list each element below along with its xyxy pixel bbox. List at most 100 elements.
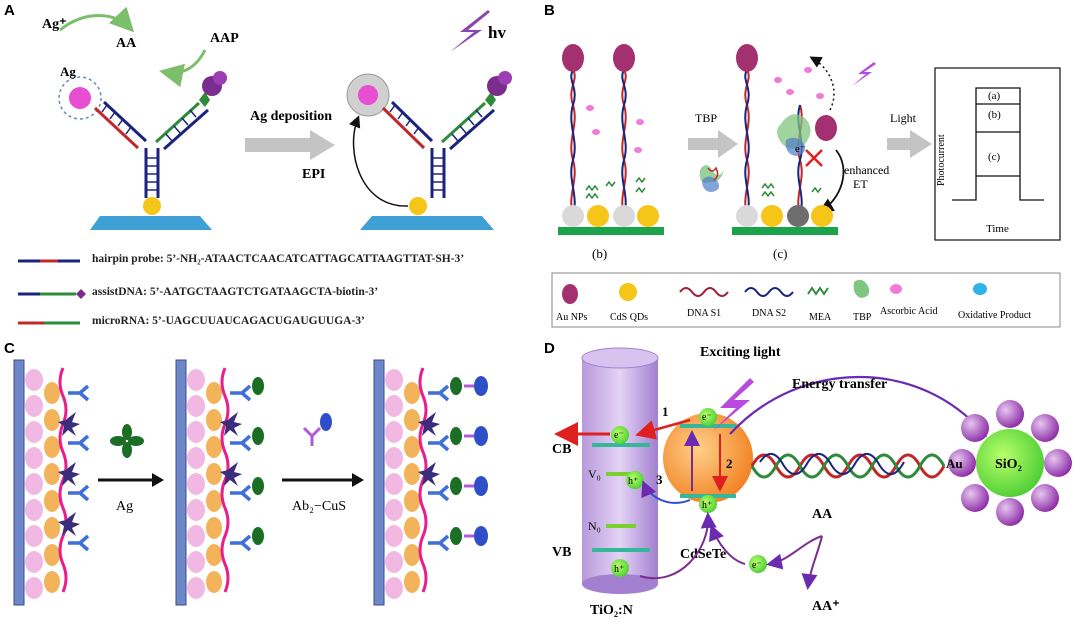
trace-a [952, 87, 1044, 201]
panel-c-diagram: Ag Ab₂−CuS [13, 359, 488, 606]
cdsete-electron: e⁻ [702, 412, 712, 423]
electrode-c: e⁻ [732, 44, 845, 235]
panel-d-label: D [544, 340, 555, 357]
panel-a-diagram: Ag⁺ AA AAP Ag [18, 6, 512, 325]
electrode-c-1 [13, 359, 90, 606]
epi-label: EPI [302, 167, 325, 182]
vb-label: VB [552, 545, 571, 560]
tbp-arrow [688, 130, 738, 158]
exciting-light-icon [712, 378, 754, 432]
legend-microrna-seq: 5’-UAGCUUAUCAGACUGAUGUUGA-3’ [152, 315, 365, 327]
aa-label: AA [116, 36, 137, 51]
trace-label-c: (c) [988, 151, 1001, 163]
cb-electron: e⁻ [614, 430, 624, 441]
vb-hole-arrow [639, 512, 717, 579]
ab2-cus-icon [302, 413, 332, 446]
path-3-label: 3 [656, 472, 663, 487]
path-1-arrow [635, 418, 691, 440]
photocurrent-inset: (a) (b) (c) Time Photocurrent [934, 67, 1061, 241]
cdsete-hole: h⁺ [702, 500, 712, 511]
hv-label: hv [488, 23, 506, 42]
panel-b-diagram: (b) TBP e⁻ [551, 44, 1061, 328]
ag-deposition-label: Ag deposition [250, 109, 332, 124]
legend-assist: assistDNA: 5’-AATGCTAAGTCTGATAAGCTA-biot… [92, 286, 378, 298]
sub-c-label: (c) [773, 246, 787, 261]
tio2-label: TiO₂:N [590, 603, 633, 618]
time-label: Time [986, 223, 1009, 235]
enhanced-label: enhanced [844, 163, 889, 177]
aa-oxidation-arrow [801, 535, 823, 590]
legend-microrna: microRNA: 5’-UAGCUUAUCAGACUGAUGUUGA-3’ [92, 315, 365, 327]
legend-hairpin: hairpin probe: 5’-NH₂-ATAACTCAACATCATTAG… [92, 253, 464, 265]
no-label: N₀ [588, 519, 601, 533]
legend-oxidative: Oxidative Product [958, 310, 1031, 321]
energy-transfer-label: Energy transfer [792, 377, 887, 392]
path-2-label: 2 [726, 456, 733, 471]
vo-label: V₀ [588, 467, 601, 481]
legend-dna-s2: DNA S2 [752, 308, 786, 319]
light-label: Light [890, 111, 917, 125]
light-bolt-b-icon [852, 62, 876, 86]
tbp-label: TBP [695, 111, 717, 125]
panel-a: A Ag⁺ AA AAP Ag [0, 0, 540, 330]
aa-label-d: AA [812, 507, 833, 522]
photocurrent-label: Photocurrent [936, 134, 947, 186]
aa-to-electron-arrow [766, 535, 823, 570]
antigen-icon [110, 424, 144, 458]
path-1-label: 1 [662, 404, 669, 419]
aap-conversion-arrow [159, 49, 207, 88]
panel-d: D [540, 338, 1084, 620]
electrode-b [558, 44, 664, 235]
panel-b-legend: Au NPs CdS QDs DNA S1 DNA S2 MEA TBP Asc… [551, 272, 1061, 328]
dna-helix [750, 453, 946, 479]
energy-transfer-arrow [729, 375, 987, 438]
cb-label: CB [552, 442, 571, 457]
aa-electron-icon [749, 555, 767, 573]
legend-ascorbic: Ascorbic Acid [880, 306, 938, 317]
ag-deposition-arrow [245, 130, 335, 160]
tio2-cylinder [581, 347, 659, 594]
legend-cds: CdS QDs [610, 312, 648, 323]
panel-b-label: B [544, 2, 555, 19]
cdsete-label: CdSeTe [680, 547, 726, 562]
ag-core [69, 87, 91, 109]
ab2-step-label: Ab₂−CuS [292, 499, 346, 514]
path-3-arrow [641, 480, 691, 504]
panel-d-diagram: CB VB V₀ N₀ e⁻ h⁺ h⁺ TiO₂:N e⁻ h⁺ CdSeTe… [552, 345, 1072, 618]
aa-plus-label: AA⁺ [812, 599, 840, 614]
legend-mea: MEA [809, 312, 832, 323]
light-bolt-icon [450, 10, 490, 52]
ag-label: Ag [60, 64, 76, 79]
trace-label-b: (b) [988, 109, 1001, 121]
vo-hole: h⁺ [628, 476, 638, 487]
sub-b-label: (b) [592, 246, 607, 261]
ag-dashed-circle [58, 76, 102, 120]
probe-right [346, 71, 512, 230]
sequence-legend-lines [18, 259, 86, 325]
panel-a-label: A [4, 2, 15, 19]
panel-c: C Ag [0, 338, 540, 620]
au-label: Au [946, 456, 963, 471]
vb-hole: h⁺ [614, 564, 624, 575]
electron-label: e⁻ [795, 143, 806, 155]
legend-hairpin-name: hairpin probe: [92, 253, 164, 265]
legend-assist-seq: 5’-AATGCTAAGTCTGATAAGCTA-biotin-3’ [149, 286, 379, 298]
tbp-protein-icon [699, 165, 724, 192]
et-label: ET [853, 177, 868, 191]
exciting-light-label: Exciting light [700, 345, 781, 360]
legend-au: Au NPs [556, 312, 588, 323]
ag-step-label: Ag [116, 499, 133, 514]
legend-tbp: TBP [853, 312, 872, 323]
legend-assist-name: assistDNA: [92, 286, 147, 298]
sio2-label: SiO₂ [995, 457, 1022, 472]
ag-ion-label: Ag⁺ [42, 17, 67, 32]
cdsete-sphere [663, 408, 753, 513]
electrode-c-3 [373, 359, 488, 606]
au-sio2-particle [948, 400, 1072, 526]
aa-electron: e⁻ [752, 560, 762, 571]
light-arrow [887, 130, 932, 158]
legend-dna-s1: DNA S1 [687, 308, 721, 319]
epi-arrow [349, 115, 409, 207]
panel-c-label: C [4, 340, 15, 357]
probe-left [90, 71, 227, 230]
